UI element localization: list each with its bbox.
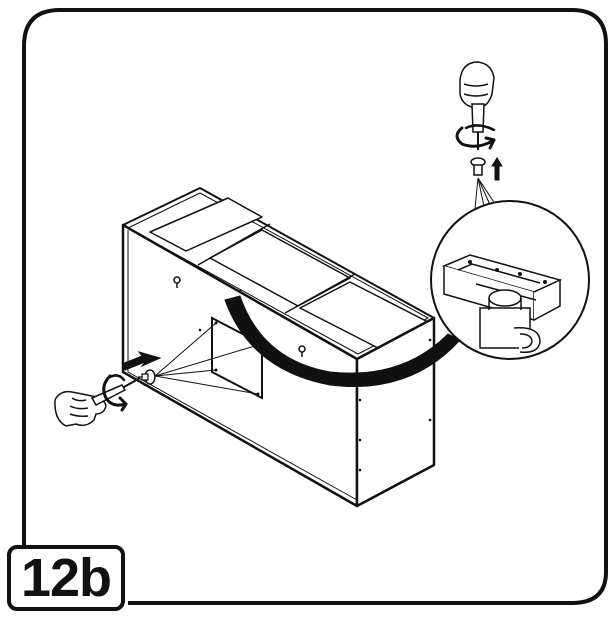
screw (468, 260, 547, 284)
frame (60, 8, 608, 605)
frame-left (22, 8, 61, 545)
step-label: 12b (20, 548, 112, 608)
curved-pointer (224, 295, 461, 388)
push-arrow (491, 157, 503, 181)
rotation-arrow-back (464, 124, 496, 132)
zoom-circle (430, 200, 590, 360)
push-arrow (121, 351, 162, 371)
screw (138, 369, 156, 385)
motor-housing (441, 254, 563, 321)
blower-motor (479, 289, 541, 354)
hand (459, 61, 495, 109)
step-badge: 12b (7, 545, 125, 611)
screwdriver (90, 377, 141, 406)
screw (470, 157, 486, 176)
rotation-arrow (455, 126, 496, 150)
hood-body (121, 187, 436, 508)
rotation-arrow-back (106, 374, 126, 382)
callout-lines (154, 322, 259, 395)
rotation-arrow (102, 374, 128, 412)
